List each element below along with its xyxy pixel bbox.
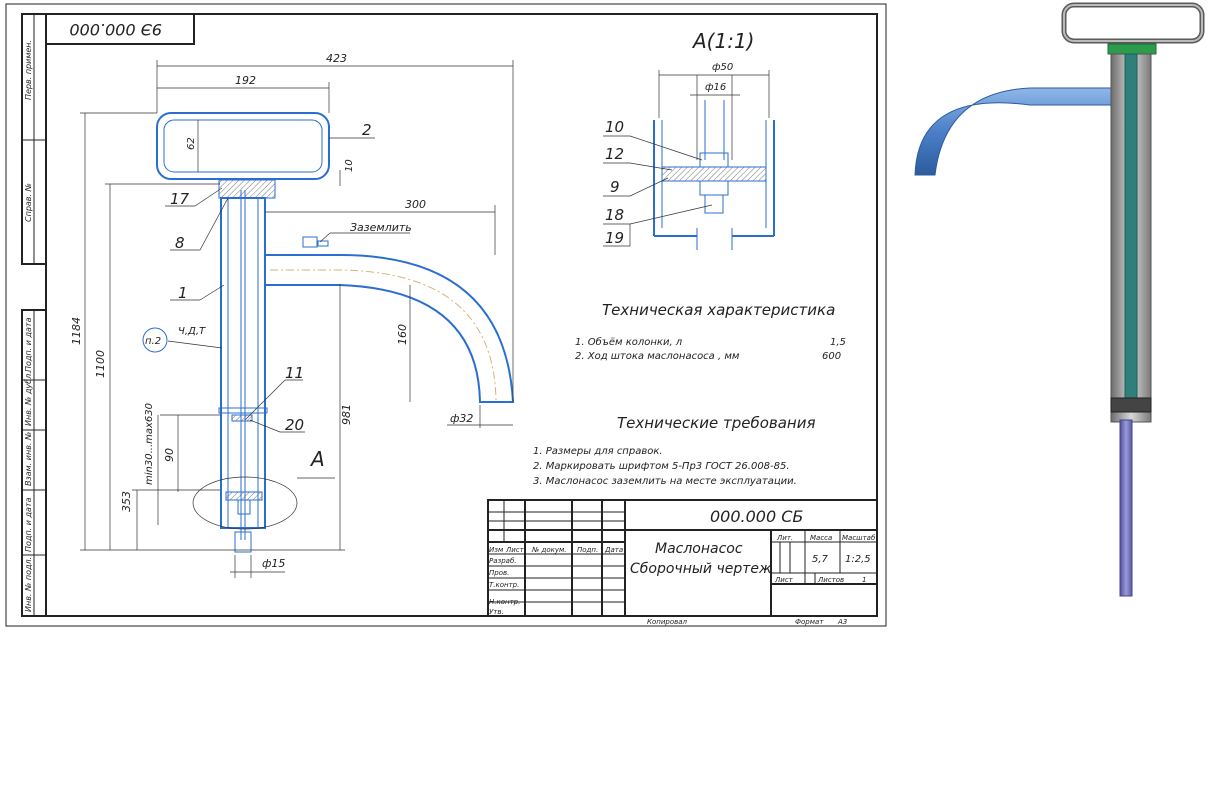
title-block — [487, 499, 878, 617]
tb-format-value: А3 — [837, 618, 847, 626]
doc-code: 9Э 000.000 — [69, 20, 162, 39]
tech-req-title: Технические требования — [617, 414, 816, 432]
stamp-podp-data-1: Подп. и дата — [24, 317, 33, 372]
pump-3d-render — [914, 2, 1205, 597]
view-a-label: А — [309, 447, 325, 471]
stamp-inv-dubl: Инв. № дубл. — [24, 371, 33, 426]
dim-300: 300 — [405, 198, 426, 211]
dim-192: 192 — [235, 74, 256, 87]
dim-1184: 1184 — [70, 317, 83, 345]
pos-18: 18 — [605, 206, 624, 224]
dim-phi50: ф50 — [712, 62, 733, 73]
tech-char-row2-value: 600 — [822, 351, 841, 362]
sheet-outer-border — [5, 3, 887, 627]
pos-19: 19 — [605, 229, 624, 247]
tb-row-tkontr: Т.контр. — [489, 581, 519, 589]
tech-char-title: Техническая характеристика — [602, 301, 835, 319]
tb-copied: Копировал — [647, 618, 688, 626]
ground-label: Заземлить — [350, 221, 412, 234]
pump-main-view — [156, 112, 515, 553]
stamp-podp-data-2: Подп. и дата — [24, 497, 33, 552]
dim-423: 423 — [326, 52, 347, 65]
tb-mass-value: 5,7 — [812, 554, 829, 565]
render-bottom-ring — [1110, 397, 1152, 413]
dim-1100: 1100 — [94, 350, 107, 378]
assembly-drawing: 9Э 000.000 Перв. примен. Справ. № Подп. … — [5, 3, 887, 627]
tech-req-item2: 2. Маркировать шрифтом 5-Пр3 ГОСТ 26.008… — [533, 461, 790, 472]
dim-160: 160 — [396, 324, 409, 345]
tb-row-nkontr: Н.контр. — [489, 598, 520, 606]
stamp-perv-primen: Перв. примен. — [24, 40, 33, 100]
tb-col-date: Дата — [604, 546, 623, 554]
tb-format: Формат — [795, 618, 824, 626]
tb-row-prov: Пров. — [489, 569, 509, 577]
dim-10: 10 — [344, 159, 355, 172]
dim-62: 62 — [186, 137, 197, 150]
render-piston-rod — [1119, 419, 1133, 597]
dim-353: 353 — [120, 491, 133, 512]
left-stamp-column: Перв. примен. Справ. № Подп. и дата Инв.… — [21, 13, 47, 617]
dim-981: 981 — [340, 404, 353, 425]
stamp-inv-podl: Инв. № подл. — [24, 557, 33, 612]
dim-90: 90 — [163, 448, 176, 462]
render-handle — [1061, 2, 1205, 44]
tb-name-line1: Маслонасос — [655, 541, 743, 557]
pos-10: 10 — [605, 118, 624, 136]
tech-char-row1-value: 1,5 — [830, 337, 846, 348]
tb-mass: Масса — [810, 534, 832, 542]
section-title: А(1:1) — [691, 29, 754, 53]
dim-phi16: ф16 — [705, 82, 726, 93]
section-a-view — [603, 70, 775, 250]
tb-row-razrab: Разраб. — [489, 557, 517, 565]
tb-lit: Лит. — [776, 534, 793, 542]
tb-col-list: Лист — [505, 546, 525, 554]
render-inner-rod — [1124, 53, 1138, 400]
render-spout — [914, 87, 1116, 176]
dim-phi15: ф15 — [262, 557, 285, 570]
tech-char-row1-label: 1. Объём колонки, л — [575, 336, 683, 348]
pos-2: 2 — [362, 121, 372, 139]
tb-scale: Масштаб — [842, 534, 876, 542]
dimension-lines-main — [80, 60, 514, 578]
marking-text: Ч,Д,Т — [178, 326, 206, 337]
tb-designation: 000.000 СБ — [710, 507, 803, 526]
dim-stroke: min30...max630 — [144, 403, 155, 485]
tech-req-item3: 3. Маслонасос заземлить на месте эксплуа… — [533, 476, 797, 487]
render-cap — [1107, 43, 1157, 55]
pos-20: 20 — [285, 416, 304, 434]
tb-sheet: Лист — [774, 576, 794, 584]
stamp-sprav: Справ. № — [24, 183, 33, 222]
tb-sheets-value: 1 — [862, 576, 866, 584]
pos-9: 9 — [610, 178, 620, 196]
pos-1: 1 — [178, 284, 188, 302]
note-ref: п.2 — [145, 336, 161, 347]
tb-sheets: Листов — [817, 576, 844, 584]
pos-17: 17 — [170, 190, 190, 208]
tb-scale-value: 1:2,5 — [845, 554, 871, 565]
pos-12: 12 — [605, 145, 624, 163]
tb-name-line2: Сборочный чертеж — [630, 561, 772, 577]
pos-8: 8 — [175, 234, 185, 252]
tech-char-row2-label: 2. Ход штока маслонасоса , мм — [575, 351, 740, 362]
pos-11: 11 — [285, 364, 304, 382]
leaders-main — [142, 137, 410, 479]
tech-req-item1: 1. Размеры для справок. — [533, 446, 663, 457]
dim-phi32: ф32 — [450, 412, 473, 425]
tb-col-sign: Подп. — [577, 546, 598, 554]
tb-col-izm: Изм — [489, 546, 504, 554]
stamp-vzam-inv: Взам. инв. № — [24, 432, 33, 486]
tb-col-doc: № докум. — [531, 546, 567, 554]
tb-row-utv: Утв. — [489, 608, 504, 616]
